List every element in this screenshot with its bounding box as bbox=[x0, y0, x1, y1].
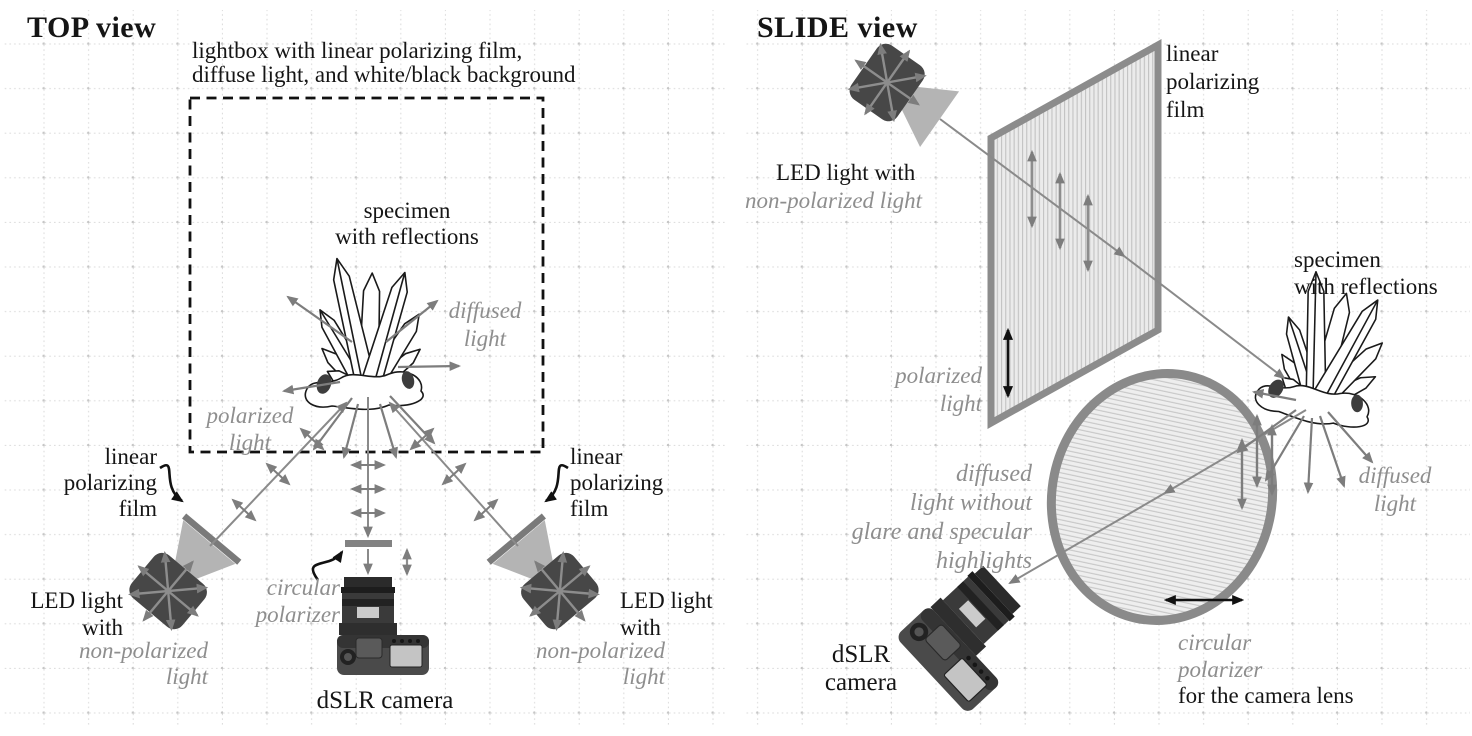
slide-view-title: SLIDE view bbox=[757, 11, 918, 44]
top-view-title: TOP view bbox=[27, 11, 157, 44]
diffused-light-label: diffused light bbox=[448, 298, 522, 351]
led-light-icon bbox=[486, 513, 613, 644]
reflection-arrow-group bbox=[281, 295, 462, 460]
polarization-tick-group bbox=[231, 427, 499, 522]
polarizing-film-bar-icon bbox=[486, 513, 546, 565]
film-label-right: linear polarizing film bbox=[570, 444, 664, 521]
polarized-light-label: polarized light bbox=[206, 403, 294, 455]
polarized-light-label: polarized light bbox=[895, 363, 982, 416]
led-light-icon bbox=[115, 513, 242, 644]
specimen-label: specimen with reflections bbox=[1294, 247, 1438, 299]
lightbox-outline-icon bbox=[188, 96, 545, 454]
film-label-left: linear polarizing film bbox=[63, 444, 157, 521]
led-label: LED light with bbox=[776, 160, 916, 185]
circular-polarizer-label: circular polarizer bbox=[255, 575, 340, 627]
led-left-label: LED light with bbox=[30, 588, 123, 640]
reflection-arrow-group bbox=[1236, 389, 1374, 495]
diffused-no-glare-label: diffused light without glare and specula… bbox=[851, 461, 1032, 574]
led-right-sublabel: non-polarized light bbox=[535, 638, 665, 689]
circular-polarizer-icon bbox=[345, 540, 392, 547]
squiggle-pointer-group bbox=[159, 464, 569, 581]
circular-polarizer-sublabel: for the camera lens bbox=[1178, 683, 1354, 708]
specimen-label: specimen with reflections bbox=[335, 198, 479, 249]
polarization-tick-group bbox=[1027, 149, 1093, 273]
led-right-label: LED light with bbox=[620, 588, 713, 640]
film-label: linear polarizing film bbox=[1166, 41, 1260, 122]
led-left-sublabel: non-polarized light bbox=[78, 638, 208, 689]
camera-label: dSLR camera bbox=[824, 641, 898, 696]
led-sublabel: non-polarized light bbox=[745, 188, 922, 213]
lightbox-label: lightbox with linear polarizing film, di… bbox=[192, 38, 576, 87]
circular-polarizer-label: circular polarizer bbox=[1178, 630, 1263, 682]
diffused-light-label: diffused light bbox=[1358, 463, 1432, 516]
polarizing-film-sheet-icon bbox=[987, 39, 1162, 429]
camera-label: dSLR camera bbox=[316, 687, 454, 714]
polarizing-film-bar-icon bbox=[182, 513, 242, 565]
circular-polarizer-disc-icon bbox=[1046, 369, 1278, 625]
